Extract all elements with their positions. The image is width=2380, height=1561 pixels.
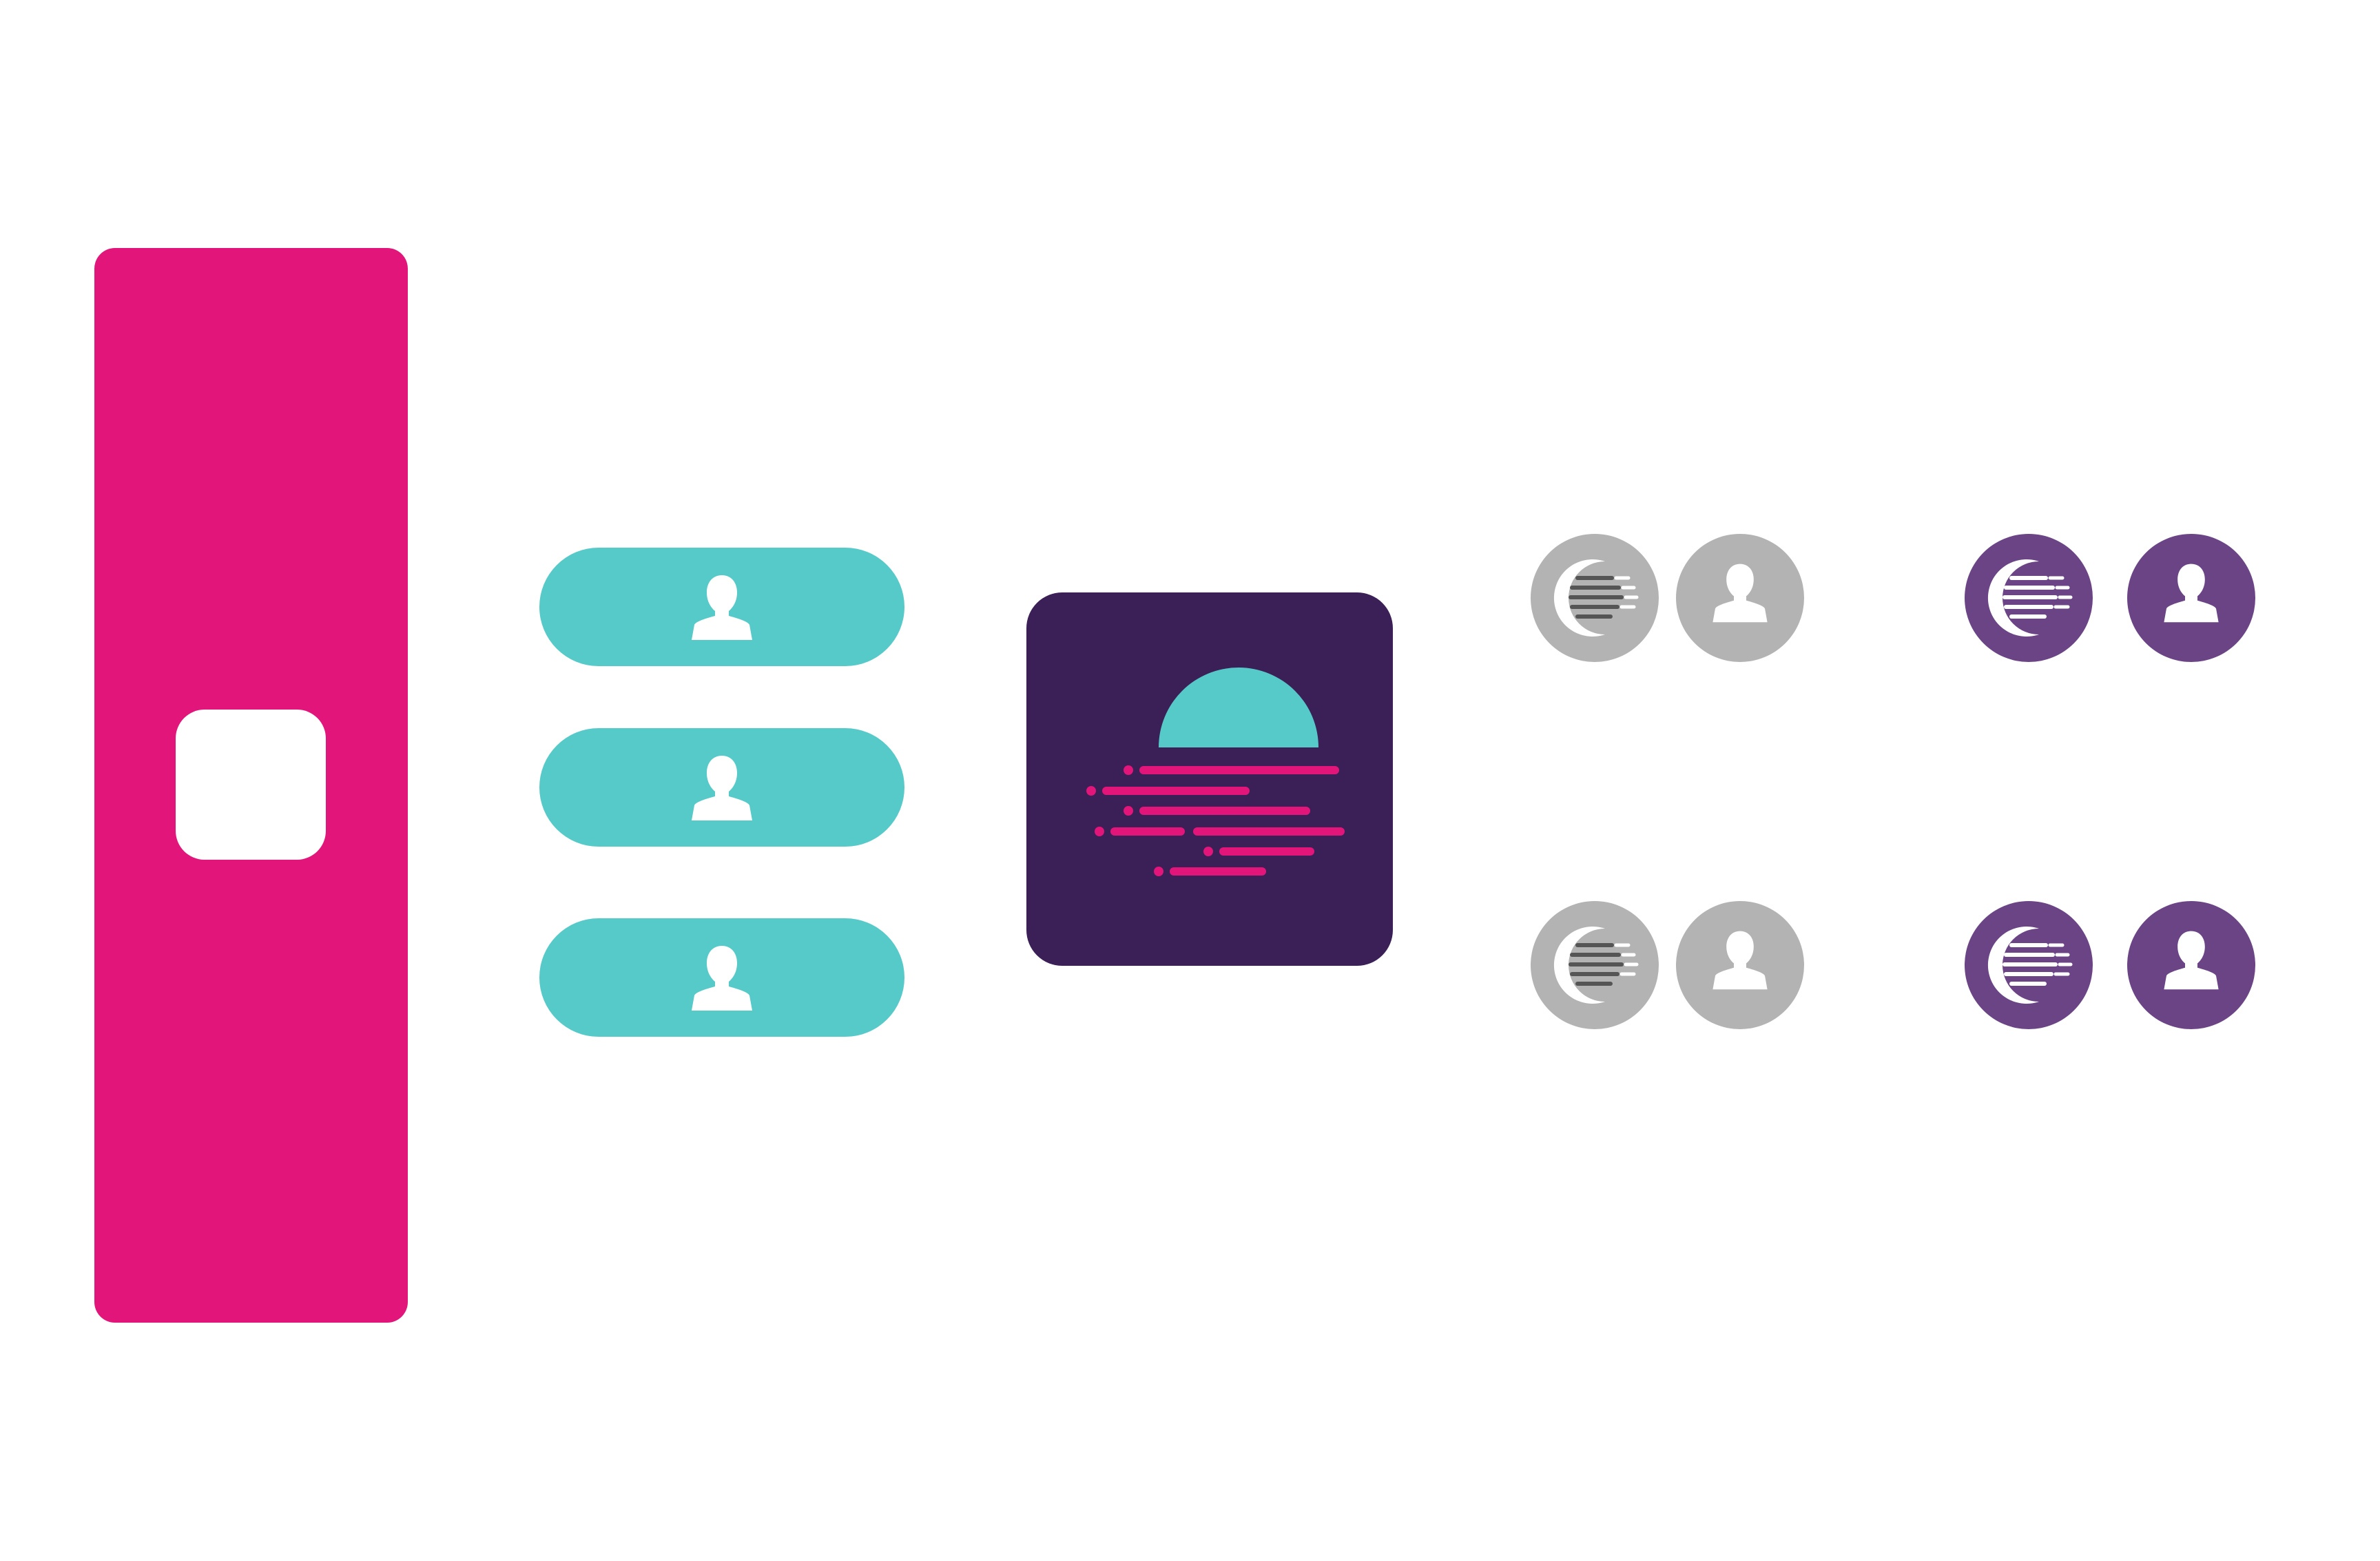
token-user-inactive xyxy=(1676,901,1804,1029)
token-moon-active xyxy=(1965,901,2093,1029)
user-pill xyxy=(539,918,904,1037)
token-user-active xyxy=(2127,901,2255,1029)
moon-sunset-logo-icon xyxy=(1086,668,1345,876)
user-icon xyxy=(1676,534,1804,662)
user-icon xyxy=(692,756,752,820)
rounded-square-icon xyxy=(176,710,326,860)
user-icon xyxy=(692,575,752,640)
token-user-active xyxy=(2127,534,2255,662)
app-icon xyxy=(1026,592,1393,966)
moon-stripes-icon xyxy=(1531,901,1659,1029)
moon-stripes-icon xyxy=(1531,534,1659,662)
token-moon-active xyxy=(1965,534,2093,662)
token-moon-inactive xyxy=(1531,534,1659,662)
user-icon xyxy=(692,946,752,1011)
user-icon xyxy=(1676,901,1804,1029)
moon-stripes-icon xyxy=(1965,901,2093,1029)
user-icon xyxy=(2127,534,2255,662)
token-user-inactive xyxy=(1676,534,1804,662)
token-moon-inactive xyxy=(1531,901,1659,1029)
moon-stripes-icon xyxy=(1965,534,2093,662)
user-pill xyxy=(539,548,904,666)
user-pill xyxy=(539,728,904,847)
user-icon xyxy=(2127,901,2255,1029)
device-panel xyxy=(94,248,408,1323)
